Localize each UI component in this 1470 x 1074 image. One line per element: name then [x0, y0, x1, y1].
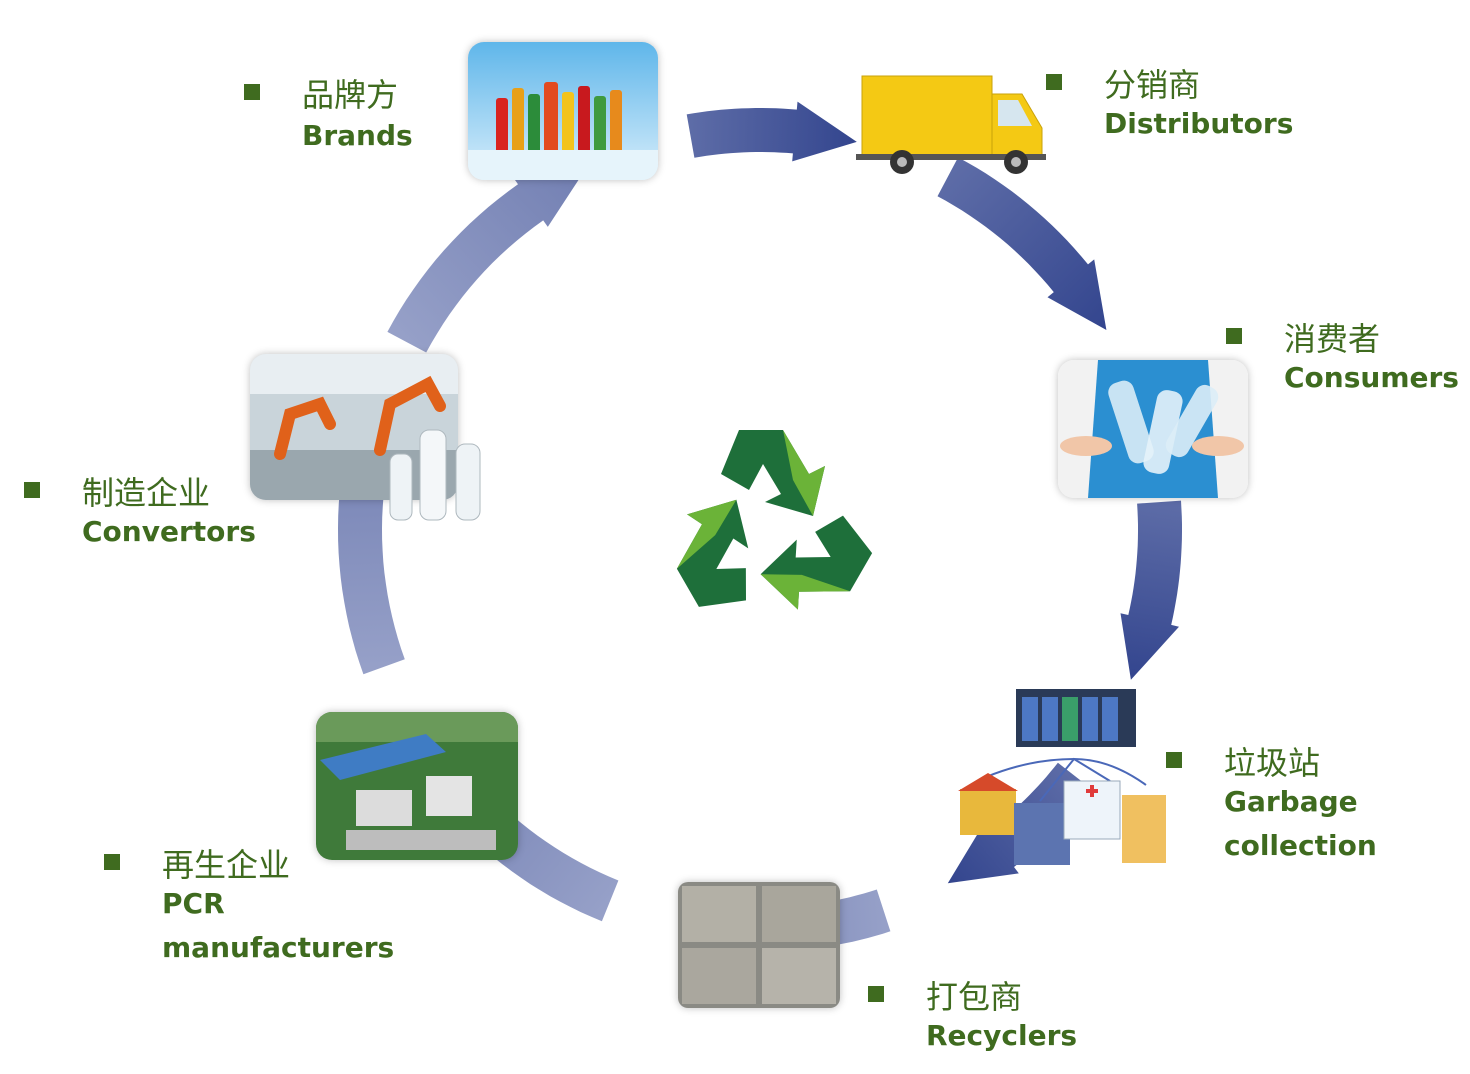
cycle-arrow	[686, 101, 857, 162]
person-holding-bottles-photo	[1058, 360, 1248, 498]
label-zh: 再生企业	[162, 846, 291, 884]
recycle-icon	[655, 420, 882, 628]
cycle-arrow	[937, 157, 1107, 330]
baled-plastic-photo	[678, 882, 840, 1008]
label-en: collection	[1224, 829, 1377, 862]
label-zh: 制造企业	[82, 474, 211, 512]
factory-aerial-photo	[316, 712, 518, 860]
label-zh: 消费者	[1284, 320, 1381, 358]
cycle-arrow	[1120, 500, 1182, 680]
bullet-square	[244, 84, 260, 100]
delivery-truck-photo	[856, 75, 1046, 174]
collection-station-buildings-photo	[958, 689, 1166, 865]
water-bottles-icon	[384, 426, 488, 522]
label-en: Convertors	[82, 515, 256, 548]
recyclers-photo	[678, 882, 840, 1008]
label-en: PCR	[162, 887, 225, 920]
label-en: Consumers	[1284, 361, 1459, 394]
pcr-photo	[316, 712, 518, 860]
bullet-square	[1166, 752, 1182, 768]
beverage-bottles-photo	[468, 42, 658, 180]
bullet-square	[868, 986, 884, 1002]
label-en: Distributors	[1104, 107, 1294, 140]
label-zh: 垃圾站	[1224, 744, 1321, 782]
distributors-photo	[850, 70, 1050, 178]
brands-photo	[468, 42, 658, 180]
consumers-photo	[1058, 360, 1248, 498]
label-en: Recyclers	[926, 1019, 1078, 1052]
bullet-square	[24, 482, 40, 498]
label-zh: 品牌方	[302, 76, 399, 114]
label-zh: 分销商	[1104, 66, 1201, 104]
cycle-arrow	[387, 170, 585, 353]
bullet-square	[1226, 328, 1242, 344]
label-en: Brands	[302, 119, 413, 152]
label-en: manufacturers	[162, 931, 395, 964]
robot-arm-factory-photo	[250, 354, 458, 500]
convertors-photo	[250, 354, 458, 500]
label-zh: 打包商	[926, 978, 1023, 1016]
bullet-square	[1046, 74, 1062, 90]
bullet-square	[104, 854, 120, 870]
garbage-collection-photo	[950, 685, 1170, 875]
label-en: Garbage	[1224, 785, 1358, 818]
